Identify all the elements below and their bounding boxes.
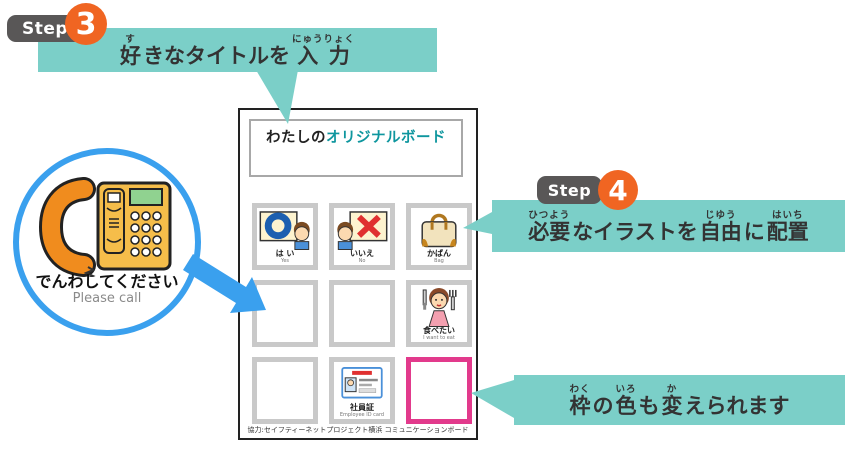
yes-sign-icon — [259, 211, 310, 250]
board-cell-pink-frame[interactable] — [406, 357, 472, 424]
cell-label: いいえ — [350, 248, 374, 258]
bag-icon — [421, 213, 457, 248]
callout-frame-color: 枠わくの色いろも変かえられます — [514, 375, 845, 425]
communication-board: わたしのオリジナルボード は い Yes — [238, 108, 478, 440]
no-sign-icon — [337, 211, 388, 250]
board-footer-credit: 協力:セイフティーネットプロジェクト横浜 コミュニケーションボード — [247, 426, 469, 434]
board-cell-yes[interactable]: は い Yes — [252, 203, 318, 270]
board-cell-eat[interactable]: 食べたい I want to eat — [406, 280, 472, 347]
board-title-box[interactable]: わたしのオリジナルボード — [249, 119, 463, 177]
board-cell-empty[interactable] — [329, 280, 395, 347]
callout-place-illustrations-text: 必要ひつようなイラストを自由じゆうに配置はいち — [528, 209, 809, 244]
step4-number: 4 — [598, 170, 638, 210]
step4-label: Step — [537, 176, 602, 204]
board-cell-idcard[interactable]: 社員証 Employee ID card — [329, 357, 395, 424]
callout-title-input: 好すきなタイトルを入力にゅうりょく — [38, 28, 437, 72]
step4-badge: Step 4 — [530, 168, 642, 212]
employee-id-card-icon — [341, 367, 383, 399]
phone-caption-jp: でんわしてください — [35, 272, 179, 292]
callout-place-illustrations: 必要ひつようなイラストを自由じゆうに配置はいち — [492, 200, 845, 252]
cell-sublabel: Yes — [280, 257, 290, 264]
cell-label: 社員証 — [350, 402, 374, 412]
callout-frame-color-text: 枠わくの色いろも変かえられます — [569, 383, 790, 418]
please-call-card: でんわしてください Please call — [13, 148, 201, 336]
board-cell-empty[interactable] — [252, 357, 318, 424]
cell-label: かばん — [427, 248, 451, 258]
cell-label: 食べたい — [423, 325, 455, 335]
cell-sublabel: No — [358, 257, 366, 264]
telephone-icon — [38, 177, 172, 278]
cell-sublabel: Employee ID card — [339, 411, 385, 418]
step3-badge: Step 3 — [0, 0, 110, 48]
phone-caption-en: Please call — [72, 291, 142, 306]
cell-sublabel: I want to eat — [423, 334, 455, 341]
board-title-prefix: わたしの — [266, 130, 326, 146]
board-title-accent: オリジナルボード — [326, 130, 446, 146]
board-cell-no[interactable]: いいえ No — [329, 203, 395, 270]
board-grid: は い Yes いいえ No — [252, 203, 472, 424]
want-to-eat-icon — [422, 287, 457, 327]
callout-title-input-text: 好すきなタイトルを入力にゅうりょく — [119, 33, 355, 68]
cell-sublabel: Bag — [434, 257, 444, 264]
cell-label: は い — [275, 248, 295, 258]
step3-number: 3 — [65, 3, 107, 45]
board-cell-empty[interactable] — [252, 280, 318, 347]
board-cell-bag[interactable]: かばん Bag — [406, 203, 472, 270]
